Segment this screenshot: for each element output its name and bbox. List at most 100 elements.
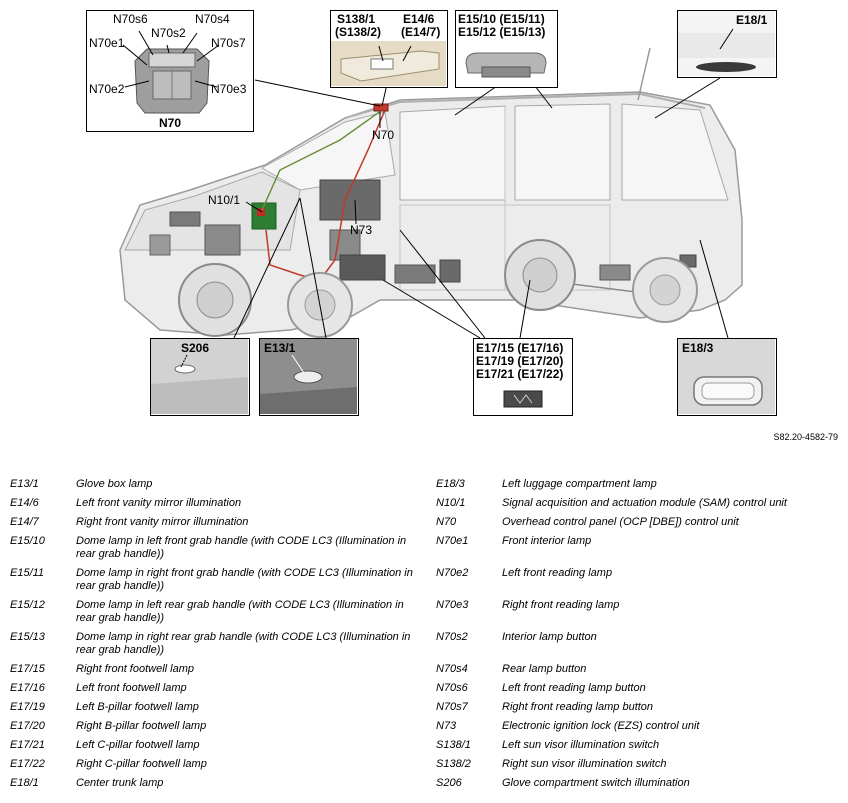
label-e17-19: E17/19 (E17/20) bbox=[476, 354, 564, 368]
legend-desc: Left B-pillar footwell lamp bbox=[76, 701, 199, 713]
legend-desc: Center trunk lamp bbox=[76, 777, 164, 789]
overhead-panel-image bbox=[122, 30, 220, 114]
label-n70e2: N70e2 bbox=[89, 82, 125, 96]
legend-desc: Dome lamp in left front grab handle (wit… bbox=[76, 535, 407, 560]
legend-row: E17/16 Left front footwell lamp bbox=[10, 682, 415, 701]
rear-right-wheel bbox=[632, 257, 698, 323]
legend-row: E15/12 Dome lamp in left rear grab handle… bbox=[10, 599, 415, 631]
front-left-wheel bbox=[178, 263, 252, 337]
legend-desc: Left C-pillar footwell lamp bbox=[76, 739, 200, 751]
legend-code: E15/11 bbox=[10, 567, 45, 579]
grab-handle-image bbox=[465, 52, 547, 78]
legend-row: N70s4 Rear lamp button bbox=[436, 663, 841, 682]
label-e15-10: E15/10 (E15/11) bbox=[458, 12, 545, 26]
legend-desc: Front interior lamp bbox=[502, 535, 592, 547]
label-s206: S206 bbox=[181, 341, 210, 355]
legend-row: E15/13 Dome lamp in right rear grab handl… bbox=[10, 631, 415, 663]
legend-code: N70e1 bbox=[436, 535, 469, 547]
legend-code: E17/19 bbox=[10, 701, 45, 713]
callout-e18-1: E18/1 bbox=[677, 10, 777, 78]
trunk-lamp-image bbox=[678, 11, 775, 76]
legend-code: N70s2 bbox=[436, 631, 468, 643]
label-n70s7: N70s7 bbox=[211, 36, 246, 50]
vehicle-lighting-diagram: N70s6 N70s4 N70s2 N70e1 N70s7 N70e2 N70e… bbox=[86, 10, 777, 416]
legend-desc: Overhead control panel (OCP [DBE]) contr… bbox=[502, 516, 739, 528]
label-n70s2: N70s2 bbox=[151, 26, 186, 40]
legend-desc: Right C-pillar footwell lamp bbox=[76, 758, 207, 770]
glove-box-switch-image bbox=[151, 339, 248, 414]
rear-left-wheel bbox=[504, 239, 576, 311]
legend-desc: Dome lamp in left rear grab handle (with… bbox=[76, 599, 404, 624]
label-s138-2: (S138/2) bbox=[335, 25, 382, 39]
legend-row: N70e2 Left front reading lamp bbox=[436, 567, 841, 599]
legend-code: E18/1 bbox=[10, 777, 39, 789]
legend-desc: Left front reading lamp bbox=[502, 567, 613, 579]
legend-row: E15/11 Dome lamp in right front grab hand… bbox=[10, 567, 415, 599]
legend-row: N70e1 Front interior lamp bbox=[436, 535, 841, 567]
footwell-lamp-image bbox=[503, 390, 543, 408]
legend-code: E18/3 bbox=[436, 478, 465, 490]
legend-desc: Rear lamp button bbox=[502, 663, 587, 675]
legend-code: E14/7 bbox=[10, 516, 39, 528]
legend-code: E17/21 bbox=[10, 739, 45, 751]
label-n70-title: N70 bbox=[159, 116, 182, 130]
legend-code: S138/2 bbox=[436, 758, 471, 770]
legend-desc: Glove box lamp bbox=[76, 478, 153, 490]
legend-desc: Dome lamp in right rear grab handle (wit… bbox=[76, 631, 411, 656]
legend-code: E15/12 bbox=[10, 599, 45, 611]
label-e17-15: E17/15 (E17/16) bbox=[476, 341, 564, 355]
legend-desc: Right B-pillar footwell lamp bbox=[76, 720, 207, 732]
callout-sun-visor: S138/1 (S138/2) E14/6 (E14/7) bbox=[330, 10, 448, 88]
legend-code: E15/10 bbox=[10, 535, 45, 547]
legend-code: N10/1 bbox=[436, 497, 466, 509]
label-e17-21: E17/21 (E17/22) bbox=[476, 367, 564, 381]
legend-row: E18/1 Center trunk lamp bbox=[10, 777, 415, 796]
legend-desc: Interior lamp button bbox=[502, 631, 597, 643]
glove-box-lamp-image bbox=[260, 339, 357, 414]
label-e14-7: (E14/7) bbox=[401, 25, 441, 39]
legend-desc: Right front vanity mirror illumination bbox=[76, 516, 249, 528]
legend-code: N70e3 bbox=[436, 599, 469, 611]
windshield bbox=[260, 111, 396, 191]
legend-row: N70s2 Interior lamp button bbox=[436, 631, 841, 663]
rear-side-window bbox=[621, 103, 729, 201]
legend-code: E17/16 bbox=[10, 682, 45, 694]
figure-reference: S82.20-4582-79 bbox=[773, 432, 838, 442]
sliding-door-line bbox=[399, 204, 611, 291]
label-e13-1: E13/1 bbox=[264, 341, 296, 355]
label-e18-3: E18/3 bbox=[682, 341, 714, 355]
hood bbox=[124, 171, 301, 251]
legend-code: N70s4 bbox=[436, 663, 468, 675]
van-roof-line bbox=[344, 92, 706, 119]
middle-side-window bbox=[514, 103, 611, 201]
label-n73: N73 bbox=[350, 223, 373, 237]
legend-code: E15/13 bbox=[10, 631, 45, 643]
legend-code: E17/20 bbox=[10, 720, 45, 732]
callout-e13-1: E13/1 bbox=[259, 338, 359, 416]
legend-row: E17/19 Left B-pillar footwell lamp bbox=[10, 701, 415, 720]
label-e14-6: E14/6 bbox=[403, 12, 435, 26]
sun-visor-image bbox=[331, 41, 446, 86]
legend-desc: Right sun visor illumination switch bbox=[502, 758, 667, 770]
legend-row: E15/10 Dome lamp in left front grab handl… bbox=[10, 535, 415, 567]
legend-code: E17/15 bbox=[10, 663, 45, 675]
legend-code: E14/6 bbox=[10, 497, 39, 509]
legend-desc: Left front reading lamp button bbox=[502, 682, 646, 694]
legend-desc: Left front footwell lamp bbox=[76, 682, 187, 694]
antenna bbox=[637, 47, 651, 101]
leader-lines bbox=[233, 57, 729, 339]
legend-desc: Dome lamp in right front grab handle (wi… bbox=[76, 567, 413, 592]
legend-code: N70e2 bbox=[436, 567, 469, 579]
callout-footwell-lamps: E17/15 (E17/16) E17/19 (E17/20) E17/21 (… bbox=[473, 338, 573, 416]
label-n70e1: N70e1 bbox=[89, 36, 125, 50]
